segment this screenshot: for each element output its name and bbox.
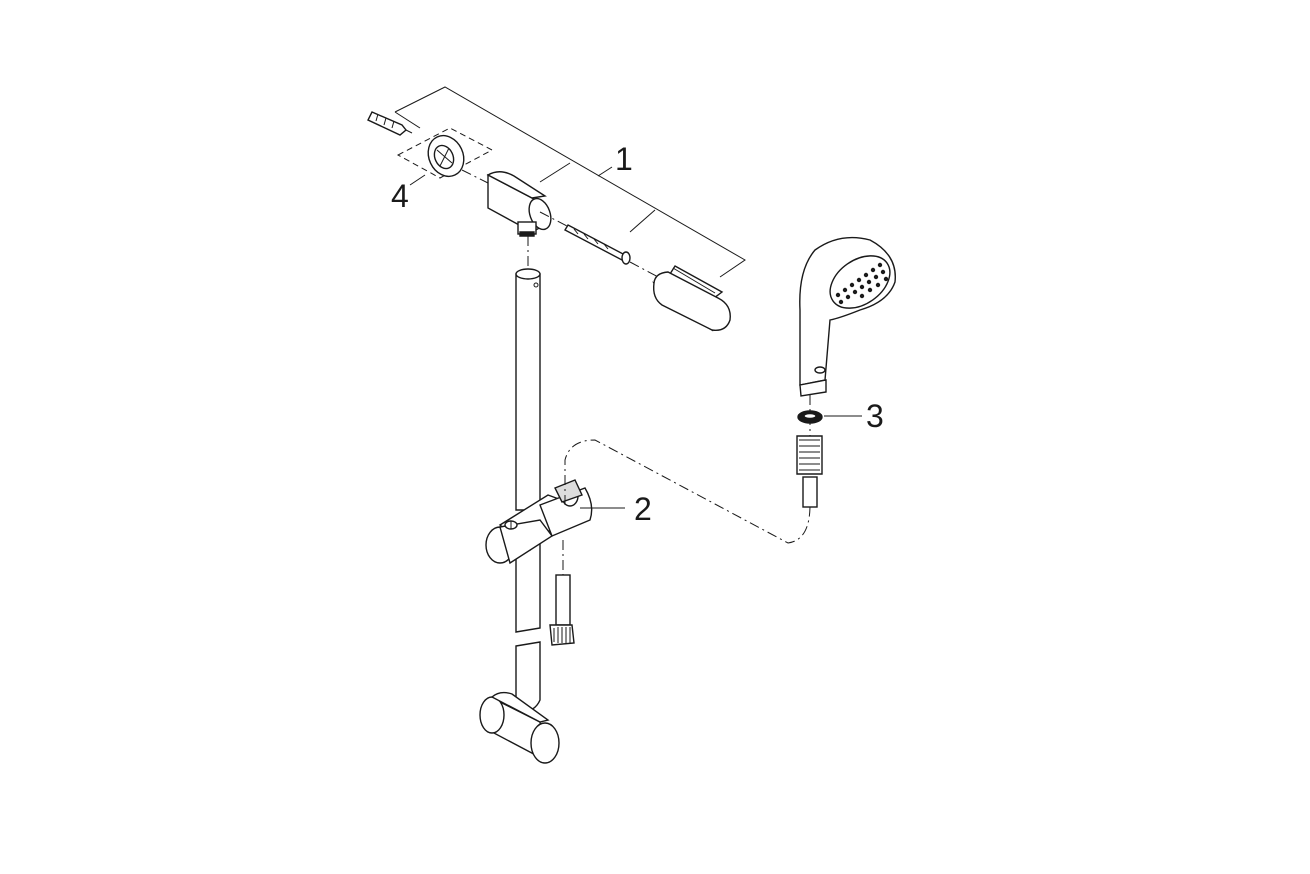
lower-wall-holder (479, 691, 560, 764)
callout-3: 3 (866, 398, 884, 434)
callout-1: 1 (615, 141, 633, 177)
hose-inlet-nut (549, 540, 575, 646)
item-2-slider-holder (485, 479, 593, 565)
callout-4: 4 (391, 178, 409, 214)
shower-rail (515, 268, 541, 713)
item-1-group-bracket (394, 86, 746, 278)
upper-wall-holder (486, 171, 552, 237)
mounting-screw (564, 224, 631, 265)
hand-shower (799, 236, 896, 397)
callout-leaders (580, 415, 862, 509)
hose-end-nut (796, 395, 823, 508)
wall-plug (367, 111, 413, 136)
cover-cap (652, 265, 731, 332)
callout-2: 2 (634, 491, 652, 527)
item-3-washer (797, 410, 823, 424)
shower-hose (564, 439, 811, 544)
item-4-wall-adapter (396, 127, 494, 186)
